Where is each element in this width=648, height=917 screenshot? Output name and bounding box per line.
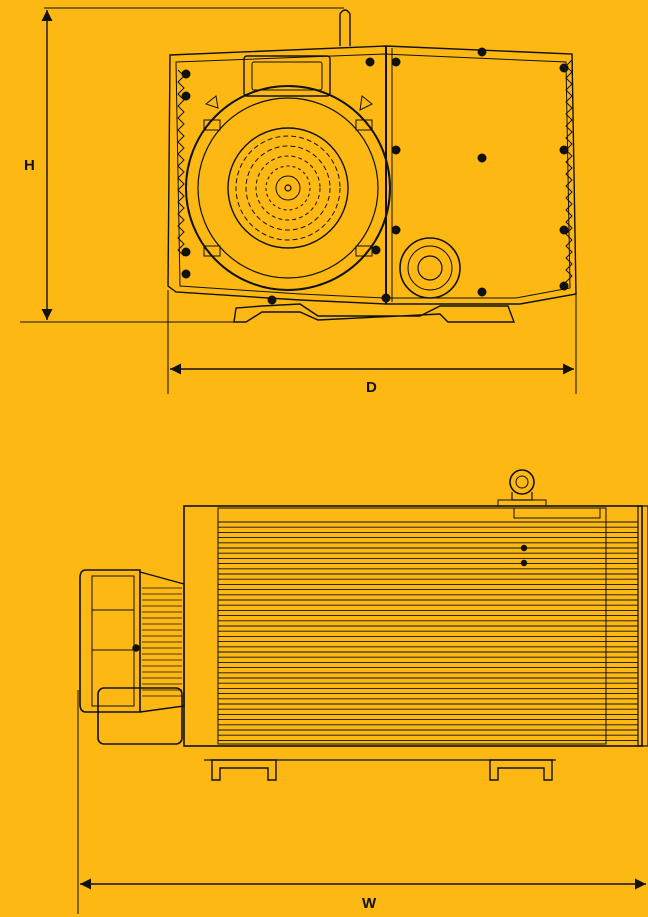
front-feet <box>233 303 516 323</box>
side-foot-left <box>211 759 277 781</box>
gas-port <box>399 237 461 299</box>
lifting-lug-front <box>339 9 351 46</box>
bolt-heads <box>181 47 569 305</box>
motor-housing-front <box>185 85 391 291</box>
width-dimension: W <box>77 690 646 914</box>
front-view <box>167 9 577 323</box>
depth-dimension: D <box>167 290 577 396</box>
height-label: H <box>24 157 35 174</box>
motor-side <box>79 569 185 745</box>
fan-grille <box>227 127 349 249</box>
cooling-fins-edge <box>565 59 573 283</box>
side-foot-right <box>489 759 553 781</box>
height-dimension: H <box>20 7 344 323</box>
cooling-fins-side <box>218 521 638 741</box>
depth-label: D <box>366 379 377 396</box>
width-label: W <box>362 895 377 912</box>
lifting-eye <box>497 469 547 507</box>
side-view <box>79 469 648 781</box>
